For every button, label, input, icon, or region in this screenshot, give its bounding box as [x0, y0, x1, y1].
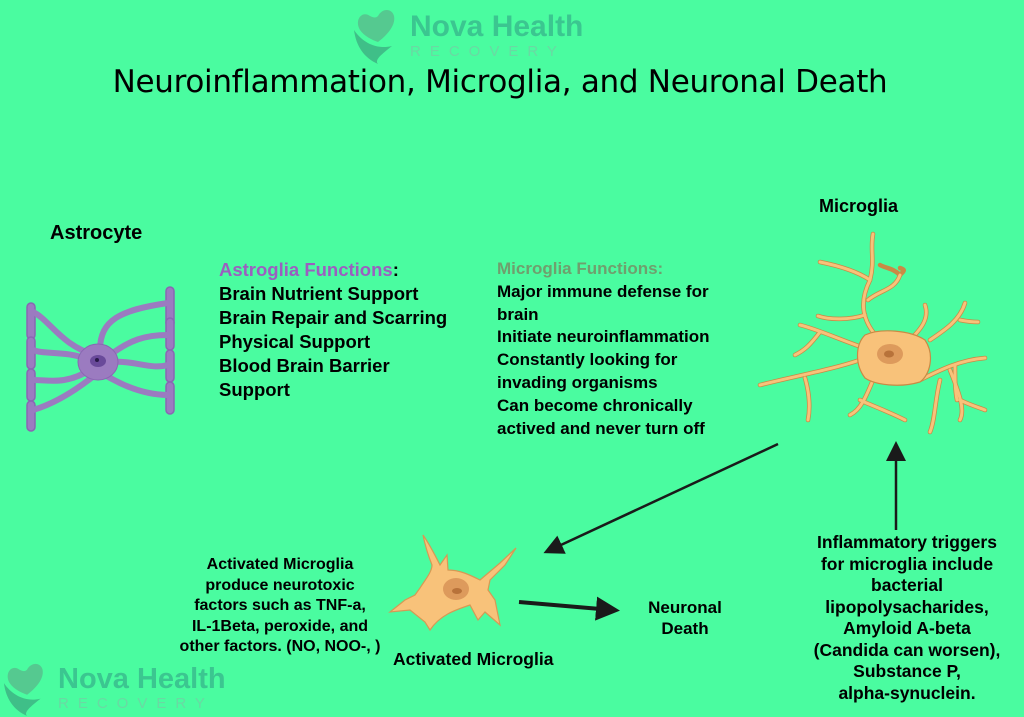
microglia-label: Microglia [819, 196, 899, 216]
heart-hand-icon [354, 10, 395, 64]
activated-microglia-label: Activated Microglia [393, 649, 554, 669]
heart-hand-icon [3, 663, 43, 716]
inflammatory-triggers-text: Inflammatory triggers for microglia incl… [813, 532, 1001, 703]
microglia-function-item: actived and never turn off [497, 418, 705, 438]
microglia-function-item: Can become chronically [497, 395, 693, 415]
astroglia-functions: Astroglia Functions: Brain Nutrient Supp… [219, 258, 447, 402]
microglia-function-item: invading organisms [497, 372, 658, 392]
astroglia-function-item: Physical Support [219, 331, 371, 352]
astroglia-function-item: Support [219, 379, 290, 400]
activated-microglia-description: Activated Microglia produce neurotoxic f… [179, 556, 381, 655]
arrow-microglia-to-activated [543, 442, 779, 554]
astroglia-function-item: Brain Nutrient Support [219, 283, 419, 304]
logo-bottom: Nova Health RECOVERY [2, 660, 226, 716]
microglia-function-item: Major immune defense for [497, 281, 709, 301]
logo-brand: Nova Health [410, 9, 584, 43]
neuronal-death-label: Neuronal Death [648, 598, 722, 638]
microglia-function-item: brain [497, 304, 539, 324]
astroglia-function-item: Brain Repair and Scarring [219, 307, 448, 328]
microglia-functions-heading: Microglia Functions: [497, 259, 664, 278]
logo-sub: RECOVERY [58, 695, 214, 712]
astroglia-function-item: Blood Brain Barrier [219, 355, 390, 376]
logo-brand: Nova Health [58, 663, 226, 695]
logo-sub: RECOVERY [410, 42, 566, 60]
microglia-function-item: Constantly looking for [497, 350, 678, 370]
astroglia-functions-heading: Astroglia Functions: [219, 259, 399, 280]
page-title: Neuroinflammation, Microglia, and Neuron… [112, 64, 888, 100]
astrocyte-label: Astrocyte [50, 222, 143, 244]
arrow-activated-to-death [518, 596, 620, 621]
microglia-function-item: Initiate neuroinflammation [497, 327, 710, 347]
logo-top: Nova Health RECOVERY [352, 6, 583, 64]
microglia-functions: Microglia Functions: Major immune defens… [497, 258, 710, 440]
